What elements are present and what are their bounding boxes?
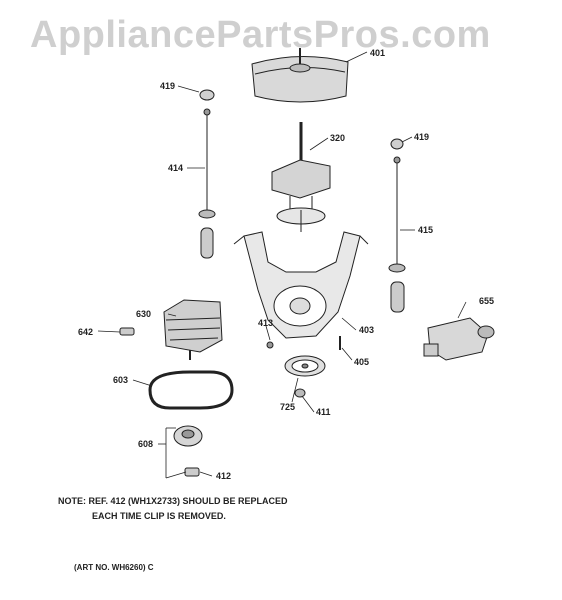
callout-630: 630 [136,309,151,319]
part-608-pump [173,425,203,447]
part-655-water-valve [423,317,495,361]
part-411-nut [294,388,306,398]
part-630-motor [163,299,223,360]
callout-415: 415 [418,225,433,235]
part-403-platform [233,231,369,339]
callout-412: 412 [216,471,231,481]
part-413-nut [266,341,274,349]
callout-603: 603 [113,375,128,385]
art-number: (ART NO. WH6260) C [74,563,154,572]
part-401-cover [251,48,349,103]
part-419-cap-left [199,89,215,101]
callout-419-right: 419 [414,132,429,142]
note-line-1: NOTE: REF. 412 (WH1X2733) SHOULD BE REPL… [58,496,288,506]
note-line-2: EACH TIME CLIP IS REMOVED. [92,511,226,521]
leader-lines [97,51,467,479]
callout-419-left: 419 [160,81,175,91]
callout-413: 413 [258,318,273,328]
callout-655: 655 [479,296,494,306]
part-412-clip [184,467,200,477]
part-414-suspension-rod [198,108,216,259]
part-419-cap-right [390,138,404,150]
part-725-pulley [284,355,326,377]
callout-401: 401 [370,48,385,58]
watermark-logo: AppliancePartsPros.com [30,14,491,56]
callout-642: 642 [78,327,93,337]
part-320-transmission [271,122,331,232]
part-415-suspension-rod [388,156,406,313]
callout-414: 414 [168,163,183,173]
callout-725: 725 [280,402,295,412]
callout-403: 403 [359,325,374,335]
callout-405: 405 [354,357,369,367]
callout-320: 320 [330,133,345,143]
replacement-note: NOTE: REF. 412 (WH1X2733) SHOULD BE REPL… [58,494,288,524]
part-603-belt [148,370,234,410]
callout-411: 411 [316,407,331,417]
callout-608: 608 [138,439,153,449]
part-642-clip [119,327,135,336]
